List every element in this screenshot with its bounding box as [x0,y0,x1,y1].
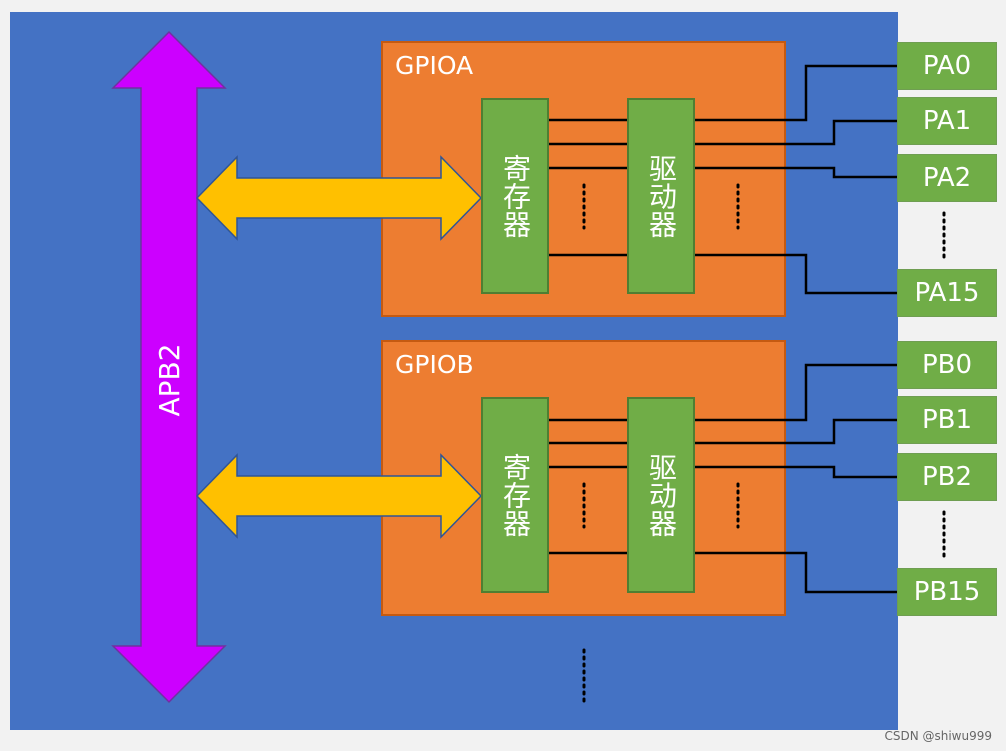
gpiob-pin-wire [694,551,897,594]
gpioa-title: GPIOA [395,51,474,80]
pin-pb15: PB15 [897,568,997,616]
gpioa-pin-wire [694,253,897,295]
gpiob-pin-wire [694,363,897,422]
gpioa-bus-link-arrow [195,155,483,241]
gpiob-pin-wire [694,465,897,479]
pin-pa1: PA1 [897,97,997,145]
pin-pa15: PA15 [897,269,997,317]
gpioa-driver-block: 驱动器 [627,98,695,294]
gpioa-pin-wire [694,119,897,146]
pin-pb1: PB1 [897,396,997,444]
apb2-label: APB2 [153,343,186,417]
gpioa-pin-wire [694,64,897,122]
pin-pb2: PB2 [897,453,997,501]
gpiob-block: GPIOB [381,340,786,616]
pin-pa0: PA0 [897,42,997,90]
gpiob-pin-wire [694,418,897,445]
gpioa-pin-wire [694,166,897,179]
gpiob-bus-link-arrow [195,453,483,539]
pin-pa2: PA2 [897,154,997,202]
gpiob-register-block: 寄存器 [481,397,549,593]
watermark: CSDN @shiwu999 [884,729,992,743]
gpiob-driver-block: 驱动器 [627,397,695,593]
gpioa-register-block: 寄存器 [481,98,549,294]
pin-pb0: PB0 [897,341,997,389]
apb2-bus-arrow [111,30,227,704]
gpiob-title: GPIOB [395,350,474,379]
